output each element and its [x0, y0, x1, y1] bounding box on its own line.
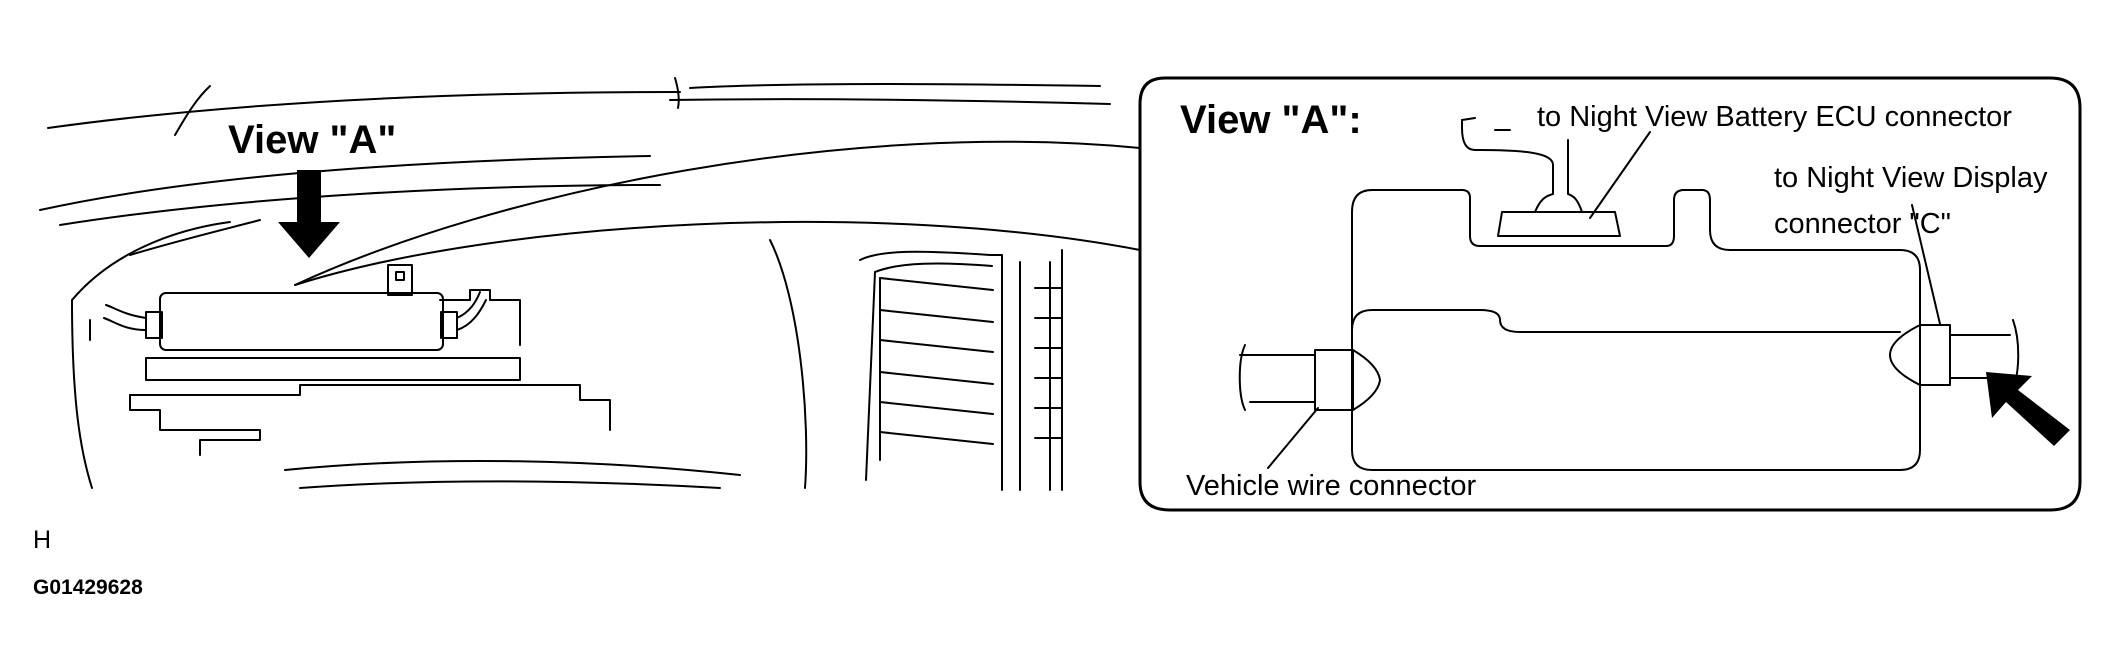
battery-ecu-connector-label: to Night View Battery ECU connector [1537, 101, 2012, 133]
down-arrow [278, 170, 340, 258]
inset-title: View "A": [1180, 98, 1362, 142]
display-connector-label-line2: connector "C" [1774, 208, 1951, 240]
ecu-box-large [1238, 117, 2020, 471]
vehicle-wire-connector-label: Vehicle wire connector [1186, 470, 1477, 502]
callout-leaders [1267, 131, 1941, 469]
mounting-bracket [89, 289, 611, 456]
diagonal-arrow [1986, 372, 2070, 446]
ecu-box-small [103, 264, 487, 351]
view-leader-lines [294, 140, 1141, 286]
dashboard-outline [39, 77, 1111, 489]
figure-code: G01429628 [33, 576, 143, 599]
region-code: H [33, 526, 52, 554]
inset-frame [1138, 76, 2082, 512]
center-air-vent [859, 249, 1063, 491]
view-a-label: View "A" [228, 118, 397, 162]
display-connector-label-line1: to Night View Display [1774, 162, 2048, 194]
